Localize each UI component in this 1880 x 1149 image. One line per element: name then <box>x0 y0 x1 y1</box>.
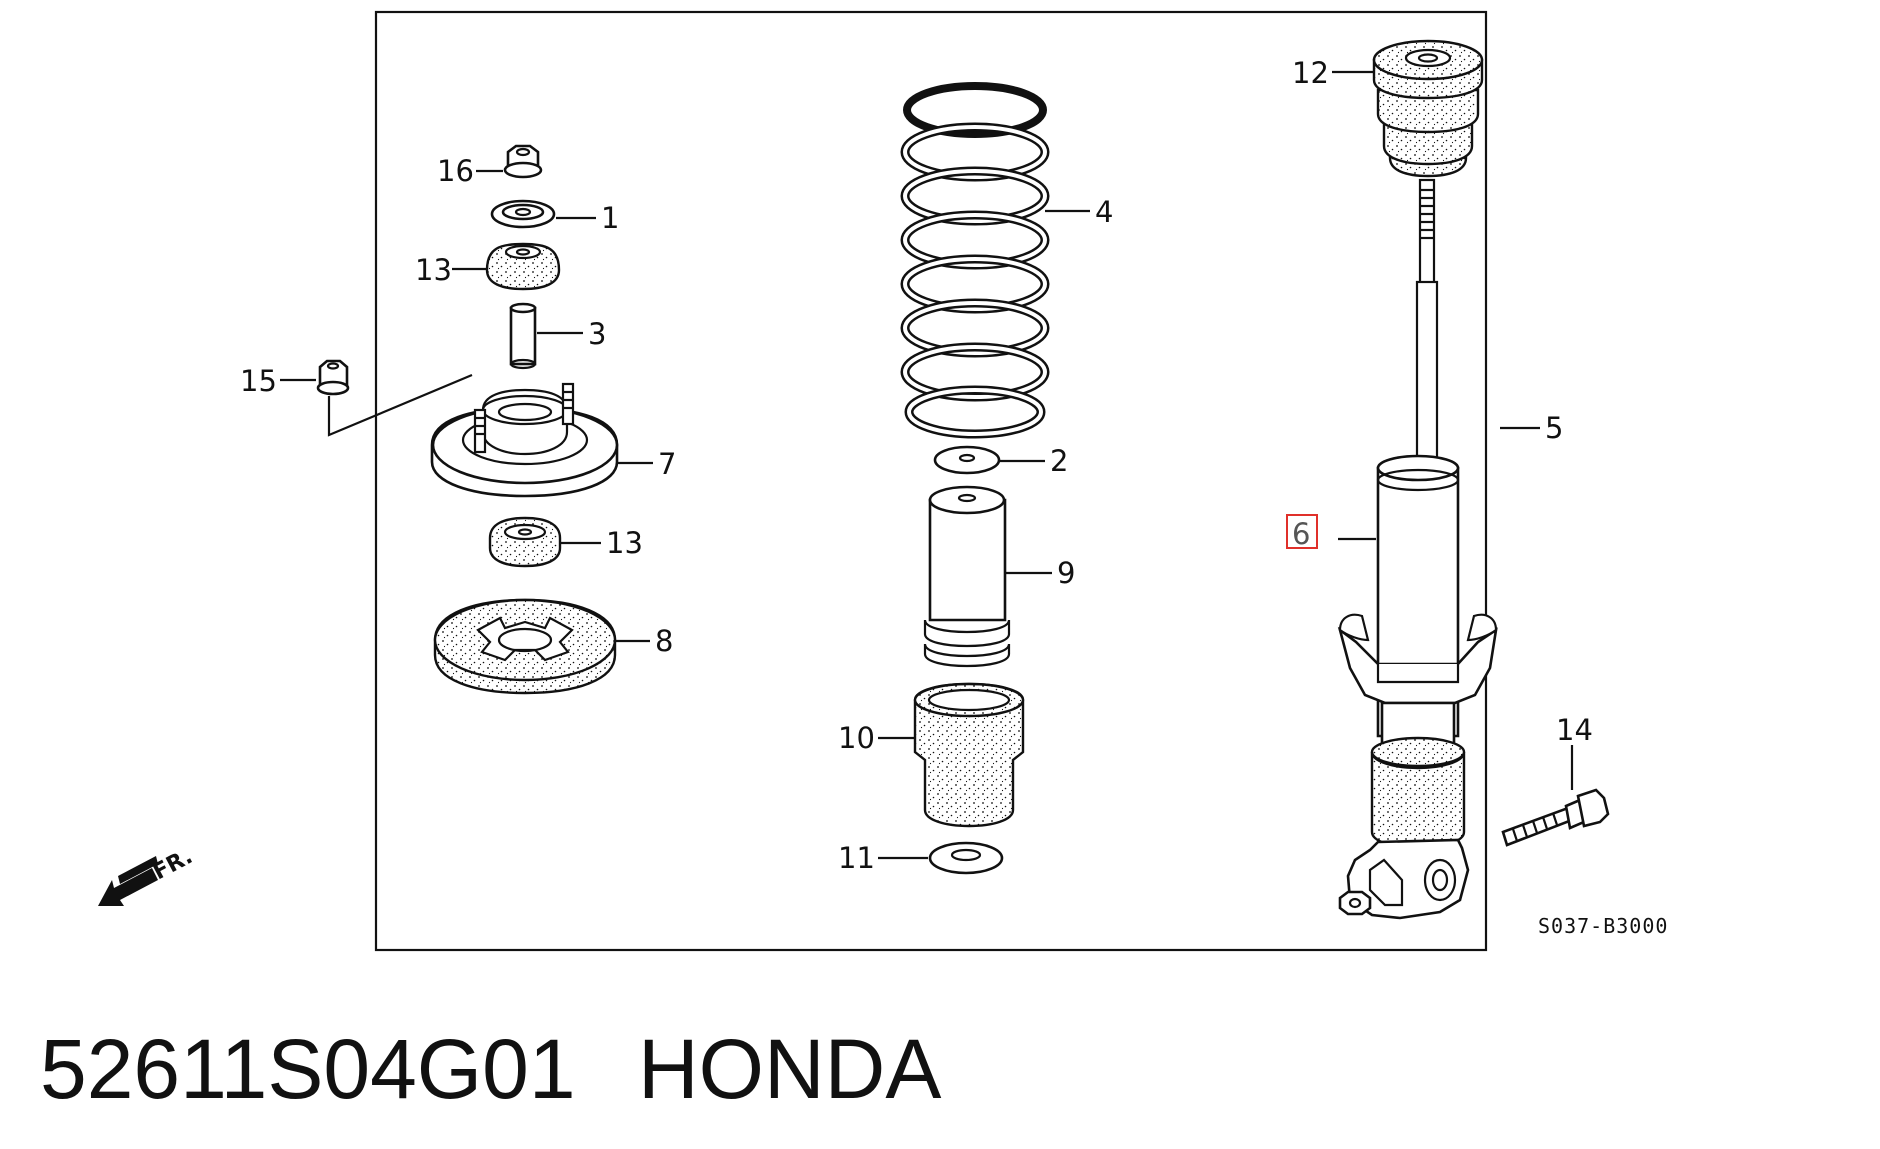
front-direction-arrow: FR. <box>98 844 197 906</box>
part-3-collar <box>509 302 537 370</box>
diagram-frame <box>374 10 1488 952</box>
callout-13-upper: 13 <box>415 253 452 287</box>
callout-5: 5 <box>1545 411 1563 445</box>
part-4-coil-spring <box>900 82 1050 439</box>
diagram-code: S037-B3000 <box>1538 914 1668 938</box>
callout-11: 11 <box>838 841 875 875</box>
part-13-upper-bushing <box>485 242 561 291</box>
part-15-flange-nut <box>316 359 350 396</box>
part-2-washer <box>933 445 1001 475</box>
part-7-mount-base <box>430 382 619 498</box>
callout-7: 7 <box>658 447 676 481</box>
callout-2: 2 <box>1050 444 1068 478</box>
callout-16: 16 <box>437 154 474 188</box>
part-11-washer <box>928 841 1004 875</box>
callout-3: 3 <box>588 317 606 351</box>
callout-14: 14 <box>1556 713 1593 747</box>
callout-12: 12 <box>1292 56 1329 90</box>
callout-15: 15 <box>240 364 277 398</box>
callout-8: 8 <box>655 624 673 658</box>
part-16-flange-nut <box>503 144 543 179</box>
callout-6: 6 <box>1292 517 1310 551</box>
callout-1: 1 <box>601 201 619 235</box>
part-10-bump-stop <box>913 682 1025 828</box>
part-8-spring-seat <box>433 598 617 695</box>
part-number: 52611S04G01 <box>40 1022 576 1116</box>
highlight-box-6 <box>1286 514 1318 549</box>
part-14-flange-bolt <box>1501 745 1610 847</box>
part-12-stopper <box>1372 39 1484 178</box>
shock-piston-rod <box>1415 178 1439 474</box>
callout-9: 9 <box>1057 556 1075 590</box>
part-6-shock-absorber <box>1337 454 1498 920</box>
callout-4: 4 <box>1095 195 1113 229</box>
part-13-lower-bushing <box>488 516 562 568</box>
callout-10: 10 <box>838 721 875 755</box>
brand-name: HONDA <box>638 1022 941 1116</box>
part-9-dust-boot <box>923 485 1011 668</box>
callout-13-lower: 13 <box>606 526 643 560</box>
part-1-washer <box>490 199 556 229</box>
